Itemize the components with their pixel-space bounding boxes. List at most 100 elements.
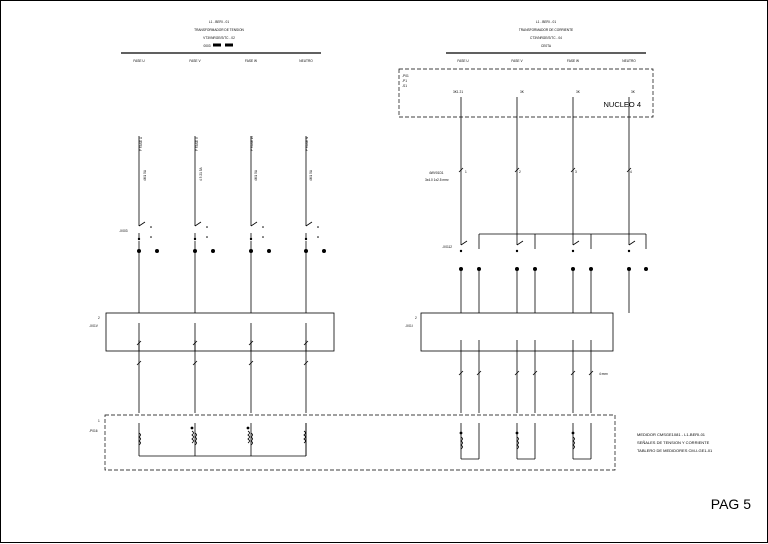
vt-fuse-label: F FASE N — [305, 136, 309, 151]
vt-terminal-dot — [211, 249, 215, 253]
vt-wire-mark — [303, 360, 309, 366]
ct-terminal-dot — [571, 249, 575, 253]
vt-terminal-dot — [249, 237, 253, 241]
ct-tag: -P01 — [402, 74, 409, 78]
meter-desc-line3: TABLERO DE MEDIDORES CM-I-GE1-01 — [637, 448, 713, 453]
ct-tag: -S1 — [402, 84, 407, 88]
vt-fuse-label: F FASE W — [250, 136, 254, 151]
ct-header-line3: CT3VNRGE/S/TC - 04 — [530, 36, 562, 40]
vt-switch-blade — [305, 221, 313, 227]
vt-terminal-num: 2 — [98, 316, 100, 320]
vt-coil — [303, 430, 306, 444]
ct-terminal-dot — [515, 249, 519, 253]
vt-fuse-label: F FASE V — [195, 136, 199, 151]
vt-contact-dot — [317, 236, 319, 238]
vt-phase-label: NEUTRO — [299, 59, 313, 63]
ct-wire-mark — [626, 167, 632, 173]
vt-phase-label: FASE V — [189, 59, 201, 63]
ct-core-label: NUCLEO 4 — [603, 100, 641, 109]
vt-terminal-dot — [193, 237, 197, 241]
page-number: PAG 5 — [711, 496, 751, 512]
vt-contact-dot — [150, 226, 152, 228]
vt-terminal-tag: -X01V — [89, 324, 99, 328]
ct-header: L1 - BERI - 01 TRANSFORMADOR DE CORRIENT… — [446, 20, 646, 54]
ct-wire-mark — [570, 370, 576, 376]
ct-wire-mark — [476, 370, 482, 376]
vt-coil — [138, 432, 141, 446]
ct-wire-mark — [532, 370, 538, 376]
ct-phase-label: FASE V — [511, 59, 523, 63]
meter-desc-line1: MEDIDOR CMSGE1081 - L1-BERI-01 — [637, 432, 706, 437]
wire-spec: 4 mm² — [599, 372, 608, 376]
ct-core-frame — [398, 68, 654, 118]
vt-terminal-dot — [267, 249, 271, 253]
vt-terminal-dot — [155, 249, 159, 253]
vt-switch-tag: -X003 — [119, 229, 128, 233]
vt-terminal-block — [105, 312, 335, 352]
ct-core-box: -P01 -P1 -S1 NUCLEO 4 3K1 21 3K 3K 3K — [398, 68, 654, 118]
ct-wire-mark — [458, 167, 464, 173]
vt-coil — [250, 432, 253, 446]
ct-tag: -P1 — [402, 79, 407, 83]
ct-terminal-dot — [477, 267, 481, 271]
vt-header-line3: VT3VNRGE/S/TC - 02 — [203, 36, 235, 40]
ct-wire-mark — [588, 370, 594, 376]
vt-header-line4: 0003 — [203, 44, 210, 48]
ct-switch-blade — [516, 240, 524, 246]
vt-switch-blade — [138, 221, 146, 227]
ct-terminal: 3K — [520, 90, 525, 94]
vt-contact-dot — [317, 226, 319, 228]
ct-terminal-dot — [459, 249, 463, 253]
ct-wire-mark — [570, 167, 576, 173]
ct-coil-dot — [459, 431, 463, 435]
ct-terminal-dot — [515, 267, 519, 271]
vt-phase-label: FASE U — [133, 59, 145, 63]
ct-phase-label: FASE W — [567, 59, 579, 63]
vt-coil — [194, 432, 197, 446]
ct-wire-num: 3 — [575, 170, 577, 174]
ct-wire-mark — [514, 167, 520, 173]
vt-header: L1 - BERI - 01 TRANSFORMADOR DE TENSION … — [121, 20, 321, 54]
vt-cable-label: 4M1 5A — [143, 169, 147, 181]
ct-switch-blade — [572, 240, 580, 246]
vt-coil — [247, 430, 250, 444]
ct-header-line1: L1 - BERI - 01 — [536, 20, 556, 24]
vt-switch-blade — [194, 221, 202, 227]
ct-terminal-dot — [627, 249, 631, 253]
vt-coil-dot — [190, 426, 194, 430]
vt-header-line2: TRANSFORMADOR DE TENSION — [194, 28, 244, 32]
vt-terminal-dot — [249, 249, 253, 253]
vt-ratio-mark — [213, 43, 221, 47]
ct-phase-label: NEUTRO — [622, 59, 636, 63]
meter-desc-line2: SEÑALES DE TENSION Y CORRIENTE — [637, 440, 710, 445]
ct-wire-num: 4 — [630, 170, 632, 174]
ct-header-line4: CE0TA — [541, 44, 552, 48]
vt-terminal-dot — [304, 249, 308, 253]
ct-terminal-dot — [533, 267, 537, 271]
vt-ratio-mark — [225, 43, 233, 47]
vt-header-line1: L1 - BERI - 01 — [209, 20, 229, 24]
vt-terminal-dot — [137, 249, 141, 253]
ct-cable-id: 4WV01D1 — [429, 171, 444, 175]
ct-terminal: 3K1 21 — [453, 90, 463, 94]
ct-terminal: 3K — [576, 90, 581, 94]
vt-coil-dot — [246, 426, 250, 430]
vt-contact-dot — [262, 226, 264, 228]
meter-block — [104, 414, 616, 471]
vt-contact-dot — [150, 236, 152, 238]
vt-contact-dot — [262, 236, 264, 238]
ct-wire-num: 1 — [465, 170, 467, 174]
vt-wire-mark — [136, 360, 142, 366]
ct-terminal-dot — [627, 267, 631, 271]
ct-wire-mark — [458, 370, 464, 376]
vt-contact-dot — [206, 236, 208, 238]
ct-coil-dot — [515, 431, 519, 435]
vt-coil — [191, 430, 194, 444]
meter-block-num: 1 — [98, 419, 100, 423]
ct-cable-spec: 3x4.0 1x2.5 mm² — [425, 178, 449, 182]
vt-switch-blade — [250, 221, 258, 227]
ct-phase-label: FASE U — [457, 59, 469, 63]
ct-terminal: 3K — [631, 90, 636, 94]
ct-terminal-dot — [589, 267, 593, 271]
